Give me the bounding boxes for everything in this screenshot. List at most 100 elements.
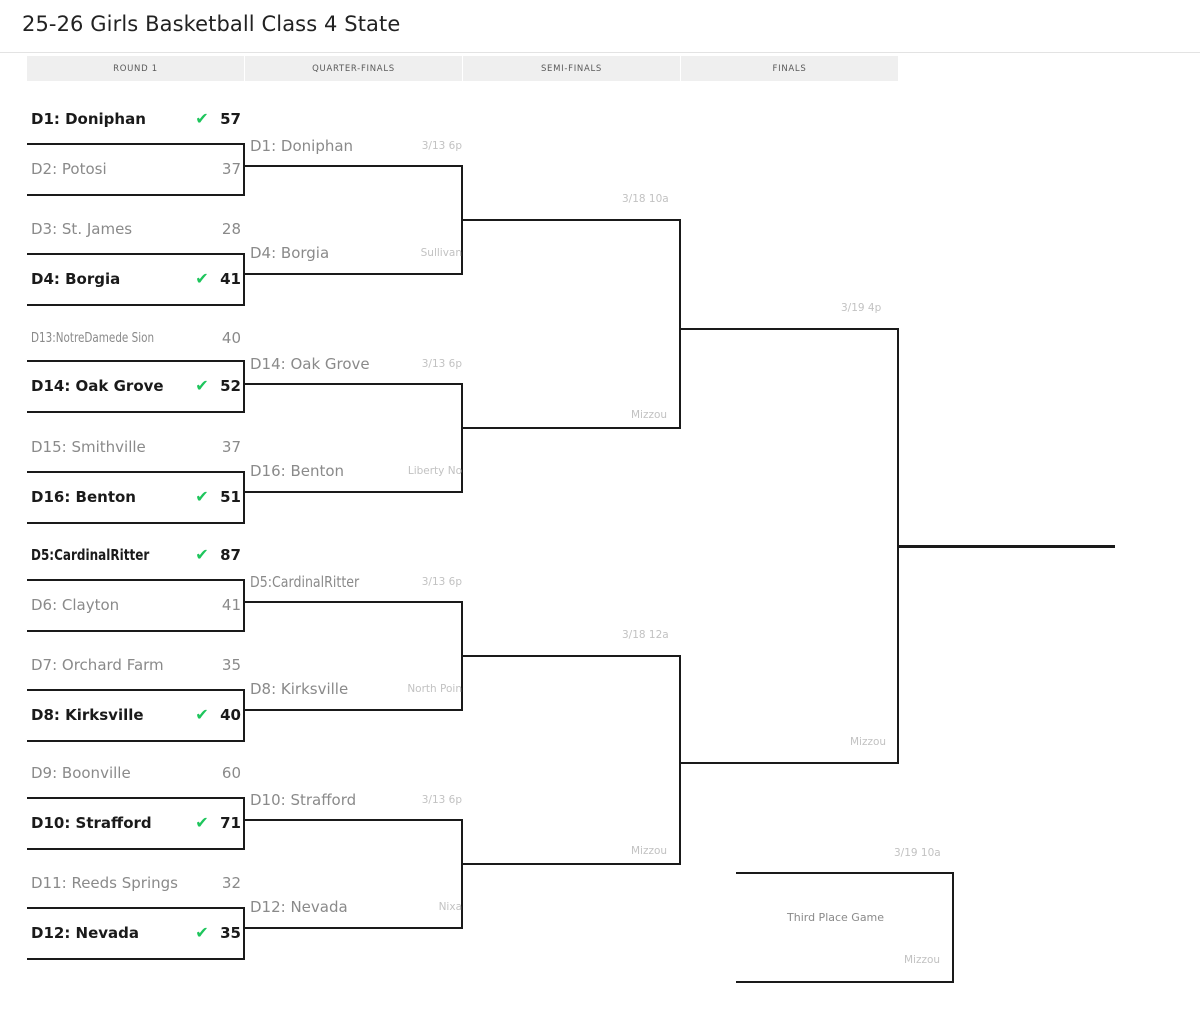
team-name: D4: Borgia <box>31 270 121 288</box>
r1-match-8-team-2: D12: Nevada ✔ 35 <box>27 909 245 957</box>
qf-2-top-slot[interactable]: D14: Oak Grove 3/13 6p <box>250 351 462 377</box>
r1-match-5-connector <box>242 579 245 632</box>
team-name: D15: Smithville <box>31 438 146 456</box>
page-title: 25-26 Girls Basketball Class 4 State <box>22 12 401 36</box>
team-name: D16: Benton <box>31 488 136 506</box>
tab-semi-finals[interactable]: SEMI-FINALS <box>463 56 680 81</box>
team-name: D11: Reeds Springs <box>31 874 178 892</box>
sf-2-time: 3/18 12a <box>622 629 669 641</box>
team-name: D16: Benton <box>250 462 345 480</box>
r1-match-1-connector <box>242 143 245 196</box>
r1-match-5-winner-banner: D5:CardinalRitter ✔ 87 <box>27 542 245 568</box>
team-score: 57 <box>220 110 241 128</box>
game-time: 3/13 6p <box>421 794 462 806</box>
qf-1-top-slot[interactable]: D1: Doniphan 3/13 6p <box>250 133 462 159</box>
r1-match-8[interactable]: D12: Nevada ✔ 35 <box>27 907 245 960</box>
r1-match-7-team-1: D9: Boonville 60 <box>27 760 245 786</box>
qf-3-top-slot[interactable]: D5:CardinalRitter 3/13 6p <box>250 569 462 595</box>
winner-check-icon: ✔ <box>195 376 209 395</box>
team-name: D12: Nevada <box>31 924 140 942</box>
team-score: 71 <box>220 814 241 832</box>
tab-finals[interactable]: FINALS <box>681 56 898 81</box>
sf-2-site: Mizzou <box>631 845 668 857</box>
winner-check-icon: ✔ <box>195 545 209 564</box>
team-name: D1: Doniphan <box>250 137 354 155</box>
round-tabs: ROUND 1 QUARTER-FINALS SEMI-FINALS FINAL… <box>27 56 899 81</box>
third-place-time: 3/19 10a <box>894 847 941 859</box>
qf-1-box[interactable] <box>245 165 463 275</box>
winner-check-icon: ✔ <box>195 487 209 506</box>
game-site: Sullivan <box>420 247 462 259</box>
game-site: Liberty No <box>407 465 462 477</box>
team-name: D12: Nevada <box>250 898 348 916</box>
r1-match-6-connector <box>242 689 245 742</box>
r1-match-6-team-2: D8: Kirksville ✔ 40 <box>27 691 245 739</box>
team-name: D8: Kirksville <box>31 706 144 724</box>
r1-match-7[interactable]: D10: Strafford ✔ 71 <box>27 797 245 850</box>
team-name: D5:CardinalRitter <box>31 546 150 564</box>
team-name: D5:CardinalRitter <box>250 573 360 591</box>
game-time: 3/13 6p <box>421 358 462 370</box>
qf-2-bottom-slot[interactable]: D16: Benton Liberty No <box>250 458 462 484</box>
r1-match-6[interactable]: D8: Kirksville ✔ 40 <box>27 689 245 742</box>
team-name: D10: Strafford <box>31 814 152 832</box>
qf-4-top-slot[interactable]: D10: Strafford 3/13 6p <box>250 787 462 813</box>
r1-match-4-team-2: D16: Benton ✔ 51 <box>27 473 245 521</box>
r1-match-7-connector <box>242 797 245 850</box>
winner-check-icon: ✔ <box>195 109 209 128</box>
r1-match-3-team-2: D14: Oak Grove ✔ 52 <box>27 362 245 410</box>
tab-round-1[interactable]: ROUND 1 <box>27 56 244 81</box>
title-divider <box>0 52 1200 53</box>
r1-match-2-team-2: D4: Borgia ✔ 41 <box>27 255 245 303</box>
team-score: 41 <box>220 270 241 288</box>
team-score: 87 <box>220 546 241 564</box>
r1-match-2[interactable]: D4: Borgia ✔ 41 <box>27 253 245 306</box>
team-score: 37 <box>221 438 241 456</box>
team-name: D2: Potosi <box>31 160 107 178</box>
team-score: 32 <box>221 874 241 892</box>
r1-match-8-team-1: D11: Reeds Springs 32 <box>27 870 245 896</box>
team-name: D7: Orchard Farm <box>31 656 164 674</box>
r1-match-4-connector <box>242 471 245 524</box>
sf-1-time: 3/18 10a <box>622 193 669 205</box>
r1-match-5[interactable]: D6: Clayton 41 <box>27 579 245 632</box>
r1-match-4[interactable]: D16: Benton ✔ 51 <box>27 471 245 524</box>
r1-match-3-connector <box>242 360 245 413</box>
sf-1-site: Mizzou <box>631 409 668 421</box>
r1-match-3[interactable]: D14: Oak Grove ✔ 52 <box>27 360 245 413</box>
team-name: D4: Borgia <box>250 244 330 262</box>
champion-line <box>897 545 1115 548</box>
third-place-box[interactable] <box>736 872 954 983</box>
r1-match-5-team-2: D6: Clayton 41 <box>27 581 245 629</box>
game-site: North Poin <box>407 683 462 695</box>
qf-3-bottom-slot[interactable]: D8: Kirksville North Poin <box>250 676 462 702</box>
winner-check-icon: ✔ <box>195 269 209 288</box>
r1-match-1[interactable]: D2: Potosi 37 <box>27 143 245 196</box>
team-name: D9: Boonville <box>31 764 131 782</box>
r1-match-4-team-1: D15: Smithville 37 <box>27 434 245 460</box>
qf-4-box[interactable] <box>245 819 463 929</box>
team-name: D6: Clayton <box>31 596 120 614</box>
third-place-site: Mizzou <box>904 954 941 966</box>
team-score: 35 <box>221 656 241 674</box>
team-name: D1: Doniphan <box>31 110 146 128</box>
qf-3-box[interactable] <box>245 601 463 711</box>
team-name: D14: Oak Grove <box>250 355 370 373</box>
team-score: 60 <box>221 764 241 782</box>
team-name: D13:NotreDamede Sion <box>31 330 155 346</box>
r1-match-8-connector <box>242 907 245 960</box>
final-box[interactable] <box>681 328 899 764</box>
sf-1-box[interactable] <box>463 219 681 429</box>
team-score: 35 <box>220 924 241 942</box>
team-score: 40 <box>220 706 241 724</box>
sf-2-box[interactable] <box>463 655 681 865</box>
game-time: 3/13 6p <box>421 140 462 152</box>
qf-4-bottom-slot[interactable]: D12: Nevada Nixa <box>250 894 462 920</box>
game-time: 3/13 6p <box>421 576 462 588</box>
team-score: 41 <box>221 596 241 614</box>
qf-1-bottom-slot[interactable]: D4: Borgia Sullivan <box>250 240 462 266</box>
tab-quarter-finals[interactable]: QUARTER-FINALS <box>245 56 462 81</box>
team-name: D8: Kirksville <box>250 680 349 698</box>
qf-2-box[interactable] <box>245 383 463 493</box>
